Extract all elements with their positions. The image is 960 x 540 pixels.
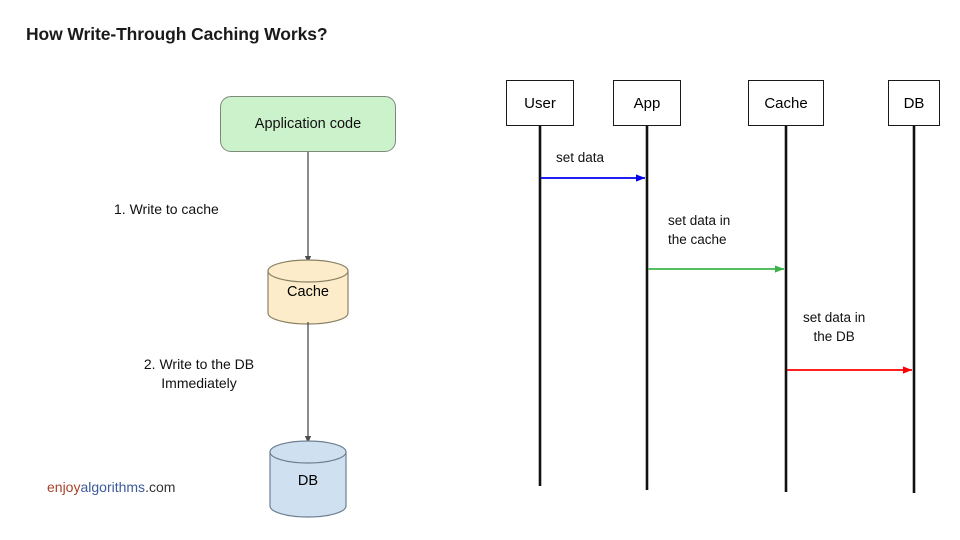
participant-label-db: DB [903, 94, 925, 112]
db-cylinder [269, 440, 347, 518]
node-application-code-label: Application code [254, 116, 362, 132]
participant-box-db[interactable]: DB [888, 80, 940, 126]
node-db-label: DB [265, 472, 351, 490]
participant-label-user: User [524, 94, 556, 112]
step-2-label: 2. Write to the DB Immediately [143, 356, 255, 391]
participant-label-app: App [633, 94, 661, 112]
page-title: How Write-Through Caching Works? [26, 24, 328, 44]
watermark-part-enjoy: enjoy [47, 479, 81, 495]
cache-label-text: Cache [287, 284, 329, 300]
message-label-set-data-in-db: set data in the DB [803, 310, 866, 344]
cache-cylinder [267, 259, 349, 325]
participant-box-app[interactable]: App [613, 80, 681, 126]
db-label-text: DB [297, 473, 319, 489]
watermark-part-com: .com [145, 479, 176, 495]
watermark: enjoyalgorithms.com [47, 479, 175, 495]
watermark-part-algorithms: algorithms [80, 479, 146, 495]
participant-box-user[interactable]: User [506, 80, 574, 126]
participant-label-cache: Cache [764, 94, 808, 112]
node-application-code[interactable]: Application code [220, 96, 396, 152]
message-label-set-data-in-cache: set data in the cache [668, 213, 731, 247]
message-label-set-data: set data [556, 150, 605, 165]
node-cache-label: Cache [265, 283, 351, 301]
step-1-label: 1. Write to cache [114, 201, 219, 217]
participant-box-cache[interactable]: Cache [748, 80, 824, 126]
